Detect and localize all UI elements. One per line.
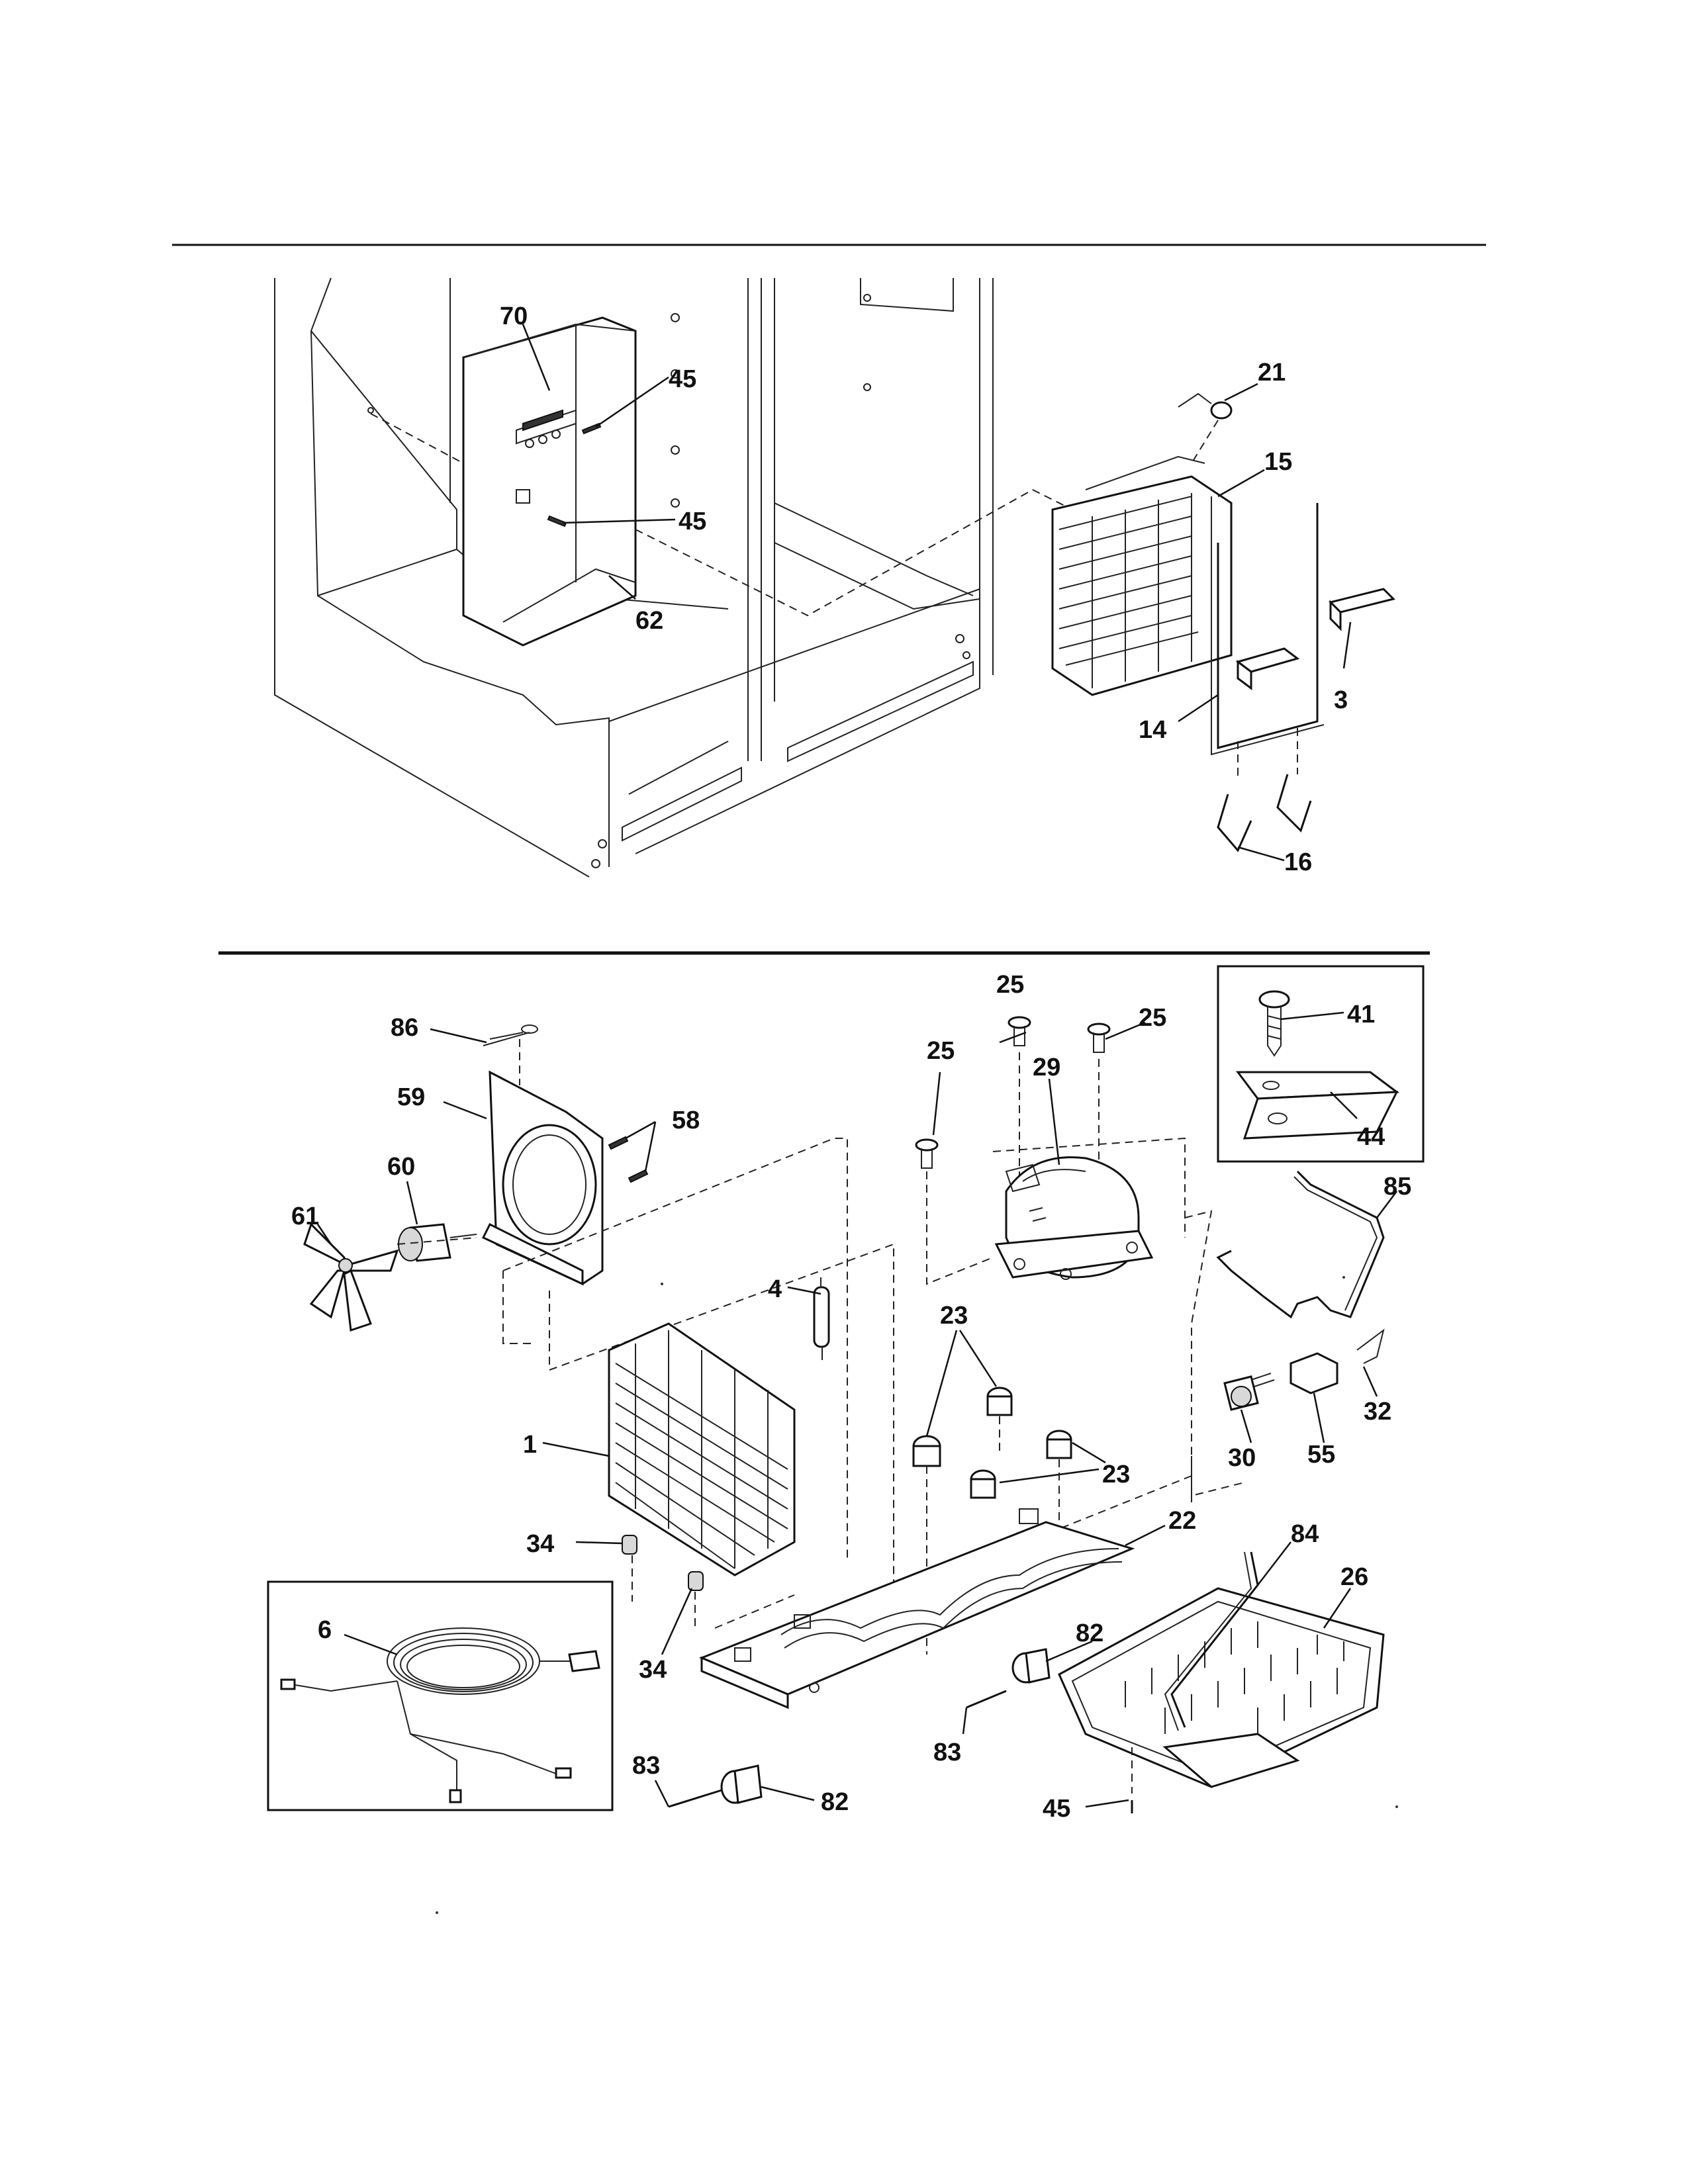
grommet-part-34-b (688, 1571, 704, 1591)
callout-3: 3 (1334, 686, 1348, 714)
callout-4: 4 (768, 1275, 782, 1303)
callout-86: 86 (391, 1014, 418, 1042)
callout-26: 26 (1340, 1563, 1368, 1591)
callout-41: 41 (1347, 1001, 1375, 1028)
fan-blade-part-61 (303, 1222, 399, 1332)
callout-82: 82 (821, 1788, 849, 1816)
screw-part-58 (608, 1136, 649, 1183)
bracket-part-70 (522, 409, 563, 448)
callout-45: 45 (1043, 1795, 1070, 1823)
callout-83: 83 (933, 1739, 961, 1766)
callout-34: 34 (526, 1530, 554, 1558)
screw-part-83-b (668, 1789, 722, 1808)
evaporator-coil-part-15 (1051, 455, 1233, 696)
inset-box-bracket (1217, 965, 1425, 1163)
fan-motor-part-60 (398, 1223, 477, 1262)
callout-30: 30 (1228, 1444, 1256, 1472)
condenser-part-1 (608, 1322, 796, 1576)
callout-29: 29 (1033, 1054, 1060, 1081)
fitting-part-82-a (1011, 1648, 1051, 1684)
condenser-loop-part-85 (1216, 1170, 1385, 1319)
callout-34: 34 (639, 1656, 667, 1684)
grommet-part-23-a (912, 1435, 941, 1467)
heater-part-14 (1211, 503, 1325, 756)
grommet-part-23-b (986, 1387, 1013, 1416)
grommet-part-23-c (970, 1469, 996, 1499)
drain-tube-part-84 (1164, 1551, 1259, 1731)
callout-60: 60 (387, 1153, 415, 1181)
grommet-part-34-a (622, 1535, 637, 1555)
power-cord-part-6 (280, 1627, 600, 1803)
grommet-part-23-d (1046, 1430, 1072, 1459)
callout-25: 25 (996, 971, 1024, 999)
callout-22: 22 (1168, 1507, 1196, 1535)
screw-part-45-lower (547, 515, 567, 527)
callout-84: 84 (1291, 1520, 1319, 1548)
screw-part-25-c (915, 1138, 939, 1169)
callout-62: 62 (635, 607, 663, 635)
callout-82: 82 (1076, 1619, 1103, 1647)
callout-45: 45 (669, 365, 696, 393)
drier-part-4 (813, 1277, 830, 1360)
callout-23: 23 (940, 1302, 968, 1330)
callout-70: 70 (500, 302, 528, 330)
fitting-part-82-b (720, 1764, 763, 1804)
clip-part-86 (483, 1024, 538, 1046)
compressor-part-29 (994, 1156, 1154, 1280)
overload-part-55 (1289, 1352, 1338, 1394)
screw-part-83-a (966, 1690, 1007, 1709)
cover-part-32 (1356, 1328, 1385, 1364)
screw-part-25-a (1008, 1016, 1031, 1046)
clip-part-16 (1217, 774, 1312, 852)
callout-23: 23 (1102, 1461, 1130, 1488)
callout-6: 6 (318, 1616, 332, 1644)
fan-shroud-part-59 (481, 1070, 604, 1286)
inset-box-power-cord (267, 1580, 614, 1811)
callout-55: 55 (1307, 1441, 1335, 1469)
screw-part-41 (1258, 990, 1290, 1057)
callout-21: 21 (1258, 359, 1286, 387)
callout-15: 15 (1264, 448, 1292, 476)
callout-83: 83 (632, 1752, 660, 1780)
callout-25: 25 (927, 1037, 955, 1065)
callout-58: 58 (672, 1107, 700, 1134)
callout-59: 59 (397, 1083, 425, 1111)
block-part-3 (1235, 588, 1395, 690)
base-plate-part-22 (699, 1508, 1135, 1709)
relay-part-30 (1223, 1373, 1275, 1411)
drain-pan-part-26 (1058, 1587, 1385, 1788)
callout-61: 61 (291, 1203, 319, 1230)
callout-44: 44 (1357, 1123, 1385, 1151)
callout-32: 32 (1364, 1398, 1391, 1426)
callout-1: 1 (523, 1431, 537, 1459)
callout-14: 14 (1139, 716, 1166, 744)
callout-16: 16 (1284, 848, 1312, 876)
evaporator-cover-part-62 (462, 316, 637, 647)
bracket-part-44 (1236, 1071, 1400, 1140)
defrost-thermostat-part-21 (1178, 392, 1233, 420)
callout-45: 45 (679, 508, 706, 535)
callout-25: 25 (1139, 1004, 1166, 1032)
screw-part-25-b (1087, 1023, 1111, 1053)
callout-85: 85 (1383, 1173, 1411, 1201)
